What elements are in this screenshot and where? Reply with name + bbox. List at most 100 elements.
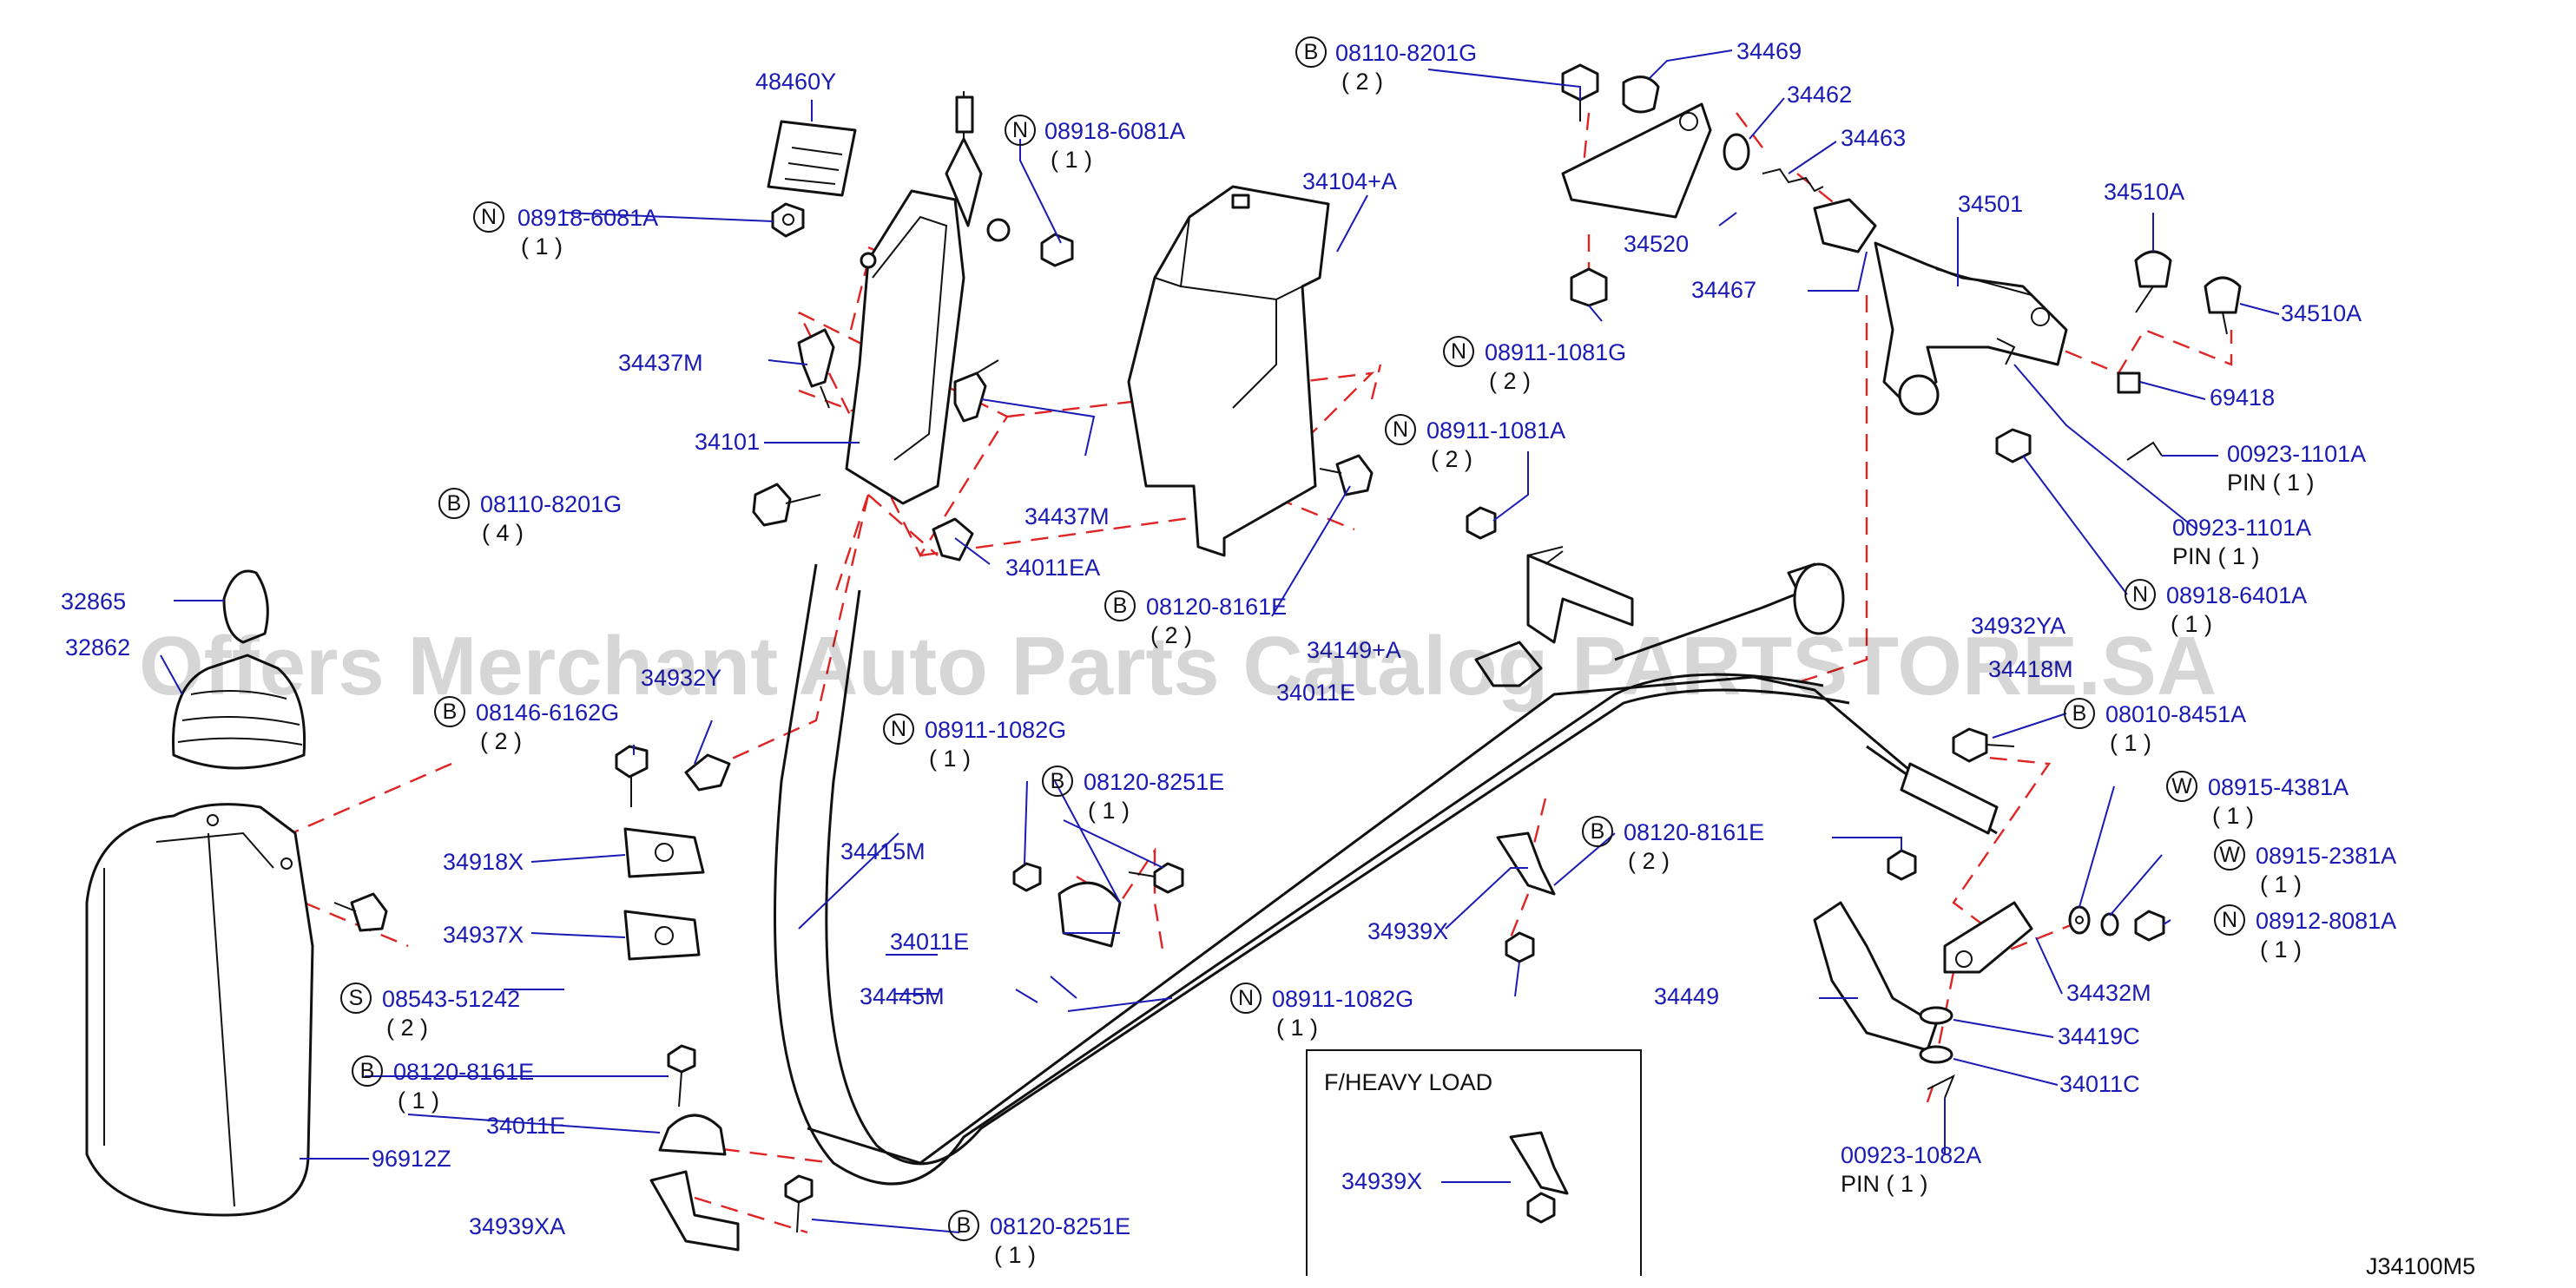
fastener-part-number: 08010-8451A: [2105, 701, 2246, 727]
inset-part-label: 34939X: [1341, 1168, 1422, 1194]
fastener-quantity: ( 4 ): [482, 520, 524, 546]
fastener-badge: N: [1238, 986, 1254, 1010]
part-label-34501: 34501: [1958, 191, 2023, 217]
knob-shape: [222, 569, 269, 644]
fastener-labels: B 08110-8201G ( 2 ) N 08918-6081A ( 1 ) …: [340, 36, 2396, 1268]
pin-labels: 00923-1101A PIN ( 1 ) 00923-1101A PIN ( …: [1841, 441, 2366, 1197]
part-label-34937x: 34937X: [443, 922, 524, 948]
cable-assembly: [774, 562, 1999, 1186]
part-label-34469: 34469: [1736, 38, 1802, 64]
fastener-part-number: 08915-4381A: [2208, 774, 2349, 800]
pin-part-number: 00923-1082A: [1841, 1142, 1981, 1168]
fastener-callout: S 08543-51242 ( 2 ): [340, 982, 520, 1041]
part-label-34011e-right: 34011E: [1276, 680, 1355, 706]
part-label-34011ea: 34011EA: [1005, 555, 1100, 581]
pin-part-number: 00923-1101A: [2227, 441, 2366, 467]
fastener-part-number: 08110-8201G: [480, 491, 622, 517]
part-label-34939x: 34939X: [1367, 918, 1448, 944]
fastener-part-number: 08911-1082G: [1272, 986, 1413, 1012]
fastener-quantity: ( 1 ): [929, 746, 971, 772]
pin-quantity: PIN ( 1 ): [2172, 543, 2260, 569]
fastener-part-number: 08120-8251E: [990, 1213, 1130, 1239]
fastener-badge: N: [1393, 417, 1408, 442]
part-labels: 48460Y 34437M 34101 34437M 34011EA 34104…: [61, 38, 2362, 1239]
fastener-badge: N: [2132, 582, 2148, 607]
fastener-callout: N 08918-6401A ( 1 ): [2125, 579, 2307, 637]
fastener-quantity: ( 1 ): [2260, 871, 2302, 897]
label-plate-shape: [767, 120, 857, 197]
fastener-quantity: ( 2 ): [1341, 69, 1383, 95]
fastener-badge: B: [1304, 40, 1319, 64]
fastener-quantity: ( 1 ): [398, 1088, 439, 1114]
part-label-34011e-left: 34011E: [486, 1113, 565, 1139]
part-label-34418m: 34418M: [1988, 656, 2073, 682]
fastener-callout: N 08911-1082G ( 1 ): [1230, 982, 1413, 1041]
fastener-callout: B 08010-8451A ( 1 ): [2064, 698, 2246, 756]
fastener-part-number: 08911-1082G: [925, 717, 1066, 743]
fastener-quantity: ( 2 ): [480, 728, 522, 754]
fastener-part-number: 08120-8161E: [393, 1059, 534, 1085]
bracket-shape: [1561, 102, 1712, 219]
part-label-34415m: 34415M: [840, 838, 926, 864]
fastener-quantity: ( 2 ): [1150, 622, 1192, 648]
fastener-quantity: ( 1 ): [2212, 803, 2254, 829]
fastener-part-number: 08918-6401A: [2166, 582, 2307, 608]
part-label-34149a: 34149+A: [1307, 637, 1401, 663]
fastener-badge: B: [1051, 769, 1065, 793]
part-label-34918x: 34918X: [443, 849, 524, 875]
fastener-quantity: ( 1 ): [1051, 147, 1092, 173]
part-label-34011c: 34011C: [2059, 1071, 2140, 1097]
control-lever-shape: [845, 91, 1011, 505]
fastener-part-number: 08110-8201G: [1335, 40, 1477, 66]
fastener-callout: B 08120-8251E ( 1 ): [1042, 766, 1224, 824]
fastener-callout: W 08915-4381A ( 1 ): [2166, 771, 2349, 829]
part-label-32865: 32865: [61, 588, 126, 614]
fastener-callout: B 08120-8161E ( 1 ): [352, 1055, 534, 1114]
fastener-badge: B: [2072, 701, 2087, 726]
part-label-96912z: 96912Z: [372, 1146, 451, 1172]
fastener-badge: N: [1012, 118, 1028, 142]
leader-lines: [160, 49, 2280, 1233]
fastener-callout: B 08146-6162G ( 2 ): [434, 696, 619, 754]
fastener-quantity: ( 1 ): [1088, 798, 1130, 824]
fastener-quantity: ( 1 ): [521, 233, 563, 260]
fastener-callout: B 08120-8251E ( 1 ): [948, 1210, 1130, 1268]
fastener-part-number: 08915-2381A: [2256, 843, 2396, 869]
fastener-callout: N 08911-1082G ( 1 ): [883, 713, 1066, 772]
part-label-34932y: 34932Y: [641, 665, 721, 691]
fastener-badge: B: [447, 491, 462, 516]
fastener-badge: N: [2222, 908, 2237, 932]
fastener-part-number: 08120-8251E: [1084, 769, 1224, 795]
part-label-34510a-upper: 34510A: [2104, 179, 2184, 205]
inset-title: F/HEAVY LOAD: [1324, 1069, 1492, 1095]
part-label-34449: 34449: [1654, 983, 1719, 1009]
fastener-quantity: ( 2 ): [386, 1015, 428, 1041]
fastener-quantity: ( 1 ): [2260, 936, 2302, 963]
part-label-34932ya: 34932YA: [1971, 613, 2065, 639]
fastener-quantity: ( 1 ): [1276, 1015, 1318, 1041]
fastener-badge: N: [891, 717, 906, 741]
pin-quantity: PIN ( 1 ): [2227, 470, 2315, 496]
fastener-callout: N 08911-1081A ( 2 ): [1385, 414, 1565, 472]
part-label-34939xa: 34939XA: [469, 1213, 565, 1239]
fastener-part-number: 08918-6081A: [1044, 118, 1185, 144]
part-label-34462: 34462: [1787, 82, 1852, 108]
fastener-badge: B: [957, 1213, 972, 1238]
fastener-part-number: 08120-8161E: [1146, 594, 1287, 620]
part-label-34104a: 34104+A: [1302, 168, 1397, 194]
part-label-34419c: 34419C: [2058, 1023, 2140, 1049]
part-label-34510a-right: 34510A: [2281, 300, 2362, 326]
fastener-callout: B 08110-8201G ( 2 ): [1295, 36, 1477, 95]
fastener-part-number: 08911-1081G: [1485, 339, 1626, 365]
fastener-quantity: ( 2 ): [1431, 446, 1472, 472]
fastener-quantity: ( 1 ): [2171, 611, 2212, 637]
part-label-34011e-mid: 34011E: [890, 929, 969, 955]
fastener-part-number: 08146-6162G: [476, 700, 619, 726]
fastener-callout: N 08911-1081G ( 2 ): [1443, 336, 1626, 394]
part-drawings: [85, 63, 2242, 1252]
fastener-callout: B 08110-8201G ( 4 ): [438, 488, 622, 546]
fastener-callout: N 08918-6081A ( 1 ): [1005, 115, 1185, 173]
part-label-48460y: 48460Y: [755, 69, 836, 95]
fastener-part-number: 08911-1081A: [1426, 417, 1565, 444]
